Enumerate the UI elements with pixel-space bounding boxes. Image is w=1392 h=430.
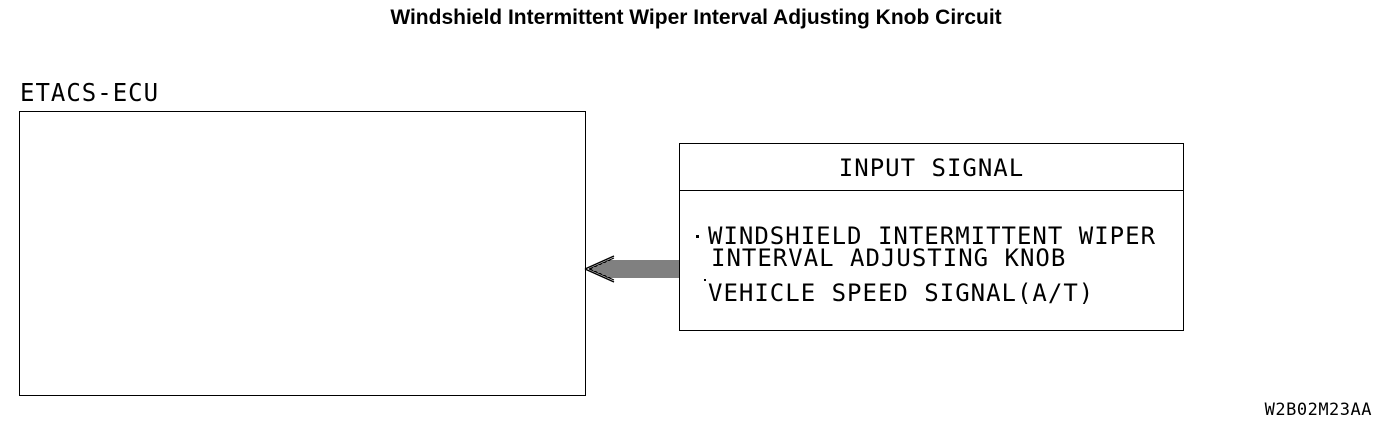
- bullet-icon: [696, 235, 699, 238]
- ecu-box: [19, 111, 586, 396]
- diagram-title: Windshield Intermittent Wiper Interval A…: [390, 6, 1002, 29]
- signal-item-wiper-line2: INTERVAL ADJUSTING KNOB: [711, 244, 1067, 272]
- bullet-icon: [704, 279, 706, 281]
- input-signal-header-label: INPUT SIGNAL: [838, 154, 1025, 182]
- ecu-label: ETACS-ECU: [20, 78, 160, 108]
- input-signal-box: INPUT SIGNAL WINDSHIELD INTERMITTENT WIP…: [679, 143, 1184, 331]
- signal-arrow: [584, 255, 679, 283]
- signal-item-wiper-line1: WINDSHIELD INTERMITTENT WIPER: [708, 222, 1157, 250]
- figure-code: W2B02M23AA: [1264, 400, 1372, 420]
- input-signal-header: INPUT SIGNAL: [680, 144, 1183, 191]
- signal-item-vehicle-speed: VEHICLE SPEED SIGNAL(A/T): [708, 279, 1095, 307]
